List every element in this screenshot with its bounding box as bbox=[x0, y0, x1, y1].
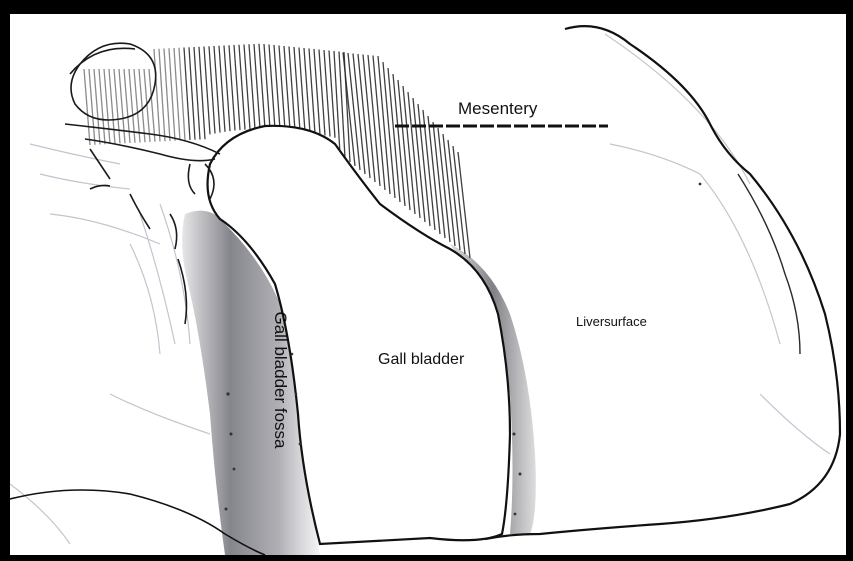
mesentery-hatch-stroke bbox=[204, 47, 210, 135]
mesentery-hatch-stroke bbox=[269, 45, 275, 130]
mesentery-hatch-stroke bbox=[259, 44, 265, 129]
liver-outline bbox=[485, 26, 840, 539]
mesentery-hatch-stroke bbox=[244, 45, 250, 130]
mesentery-hatch-stroke bbox=[184, 48, 190, 141]
mesentery-hatch-stroke bbox=[169, 48, 175, 141]
mesentery-hatch-stroke bbox=[139, 69, 145, 142]
mesentery-hatch-stroke bbox=[284, 46, 290, 130]
mesentery-hatch-stroke bbox=[279, 46, 285, 130]
mesentery-hatch-stroke bbox=[264, 44, 270, 129]
mesentery-hatch-stroke bbox=[94, 69, 100, 145]
mesentery-hatch-stroke bbox=[294, 47, 300, 131]
mesentery-hatch-stroke bbox=[289, 47, 295, 131]
gall-bladder-fossa-label: Gall bladder fossa bbox=[270, 265, 290, 495]
mesentery-hatch-stroke bbox=[104, 69, 110, 144]
mesentery-hatch-stroke bbox=[314, 49, 320, 134]
mesentery-hatch-stroke bbox=[109, 69, 115, 144]
mesentery-hatch-stroke bbox=[199, 47, 205, 140]
mesentery-hatch-stroke bbox=[189, 47, 195, 140]
mesentery-hatch-stroke bbox=[84, 69, 90, 145]
mesentery-hatch-stroke bbox=[154, 49, 160, 142]
mesentery-hatch-stroke bbox=[174, 48, 180, 141]
mesentery-hatch-stroke bbox=[89, 69, 95, 145]
mesentery-label: Mesentery bbox=[458, 99, 537, 119]
mesentery-hatch-stroke bbox=[324, 50, 330, 137]
mesentery-hatch-stroke bbox=[194, 47, 200, 140]
mesentery-hatch-stroke bbox=[119, 69, 125, 143]
mesentery-hatch-stroke bbox=[159, 49, 165, 142]
anatomy-sketch bbox=[10, 14, 846, 555]
mesentery-hatch-stroke bbox=[114, 69, 120, 144]
mesentery-hatch-stroke bbox=[219, 46, 225, 132]
mesentery-hatch-stroke bbox=[239, 45, 245, 130]
mesentery-hatch-stroke bbox=[229, 45, 235, 130]
liver-inner-line bbox=[738, 174, 800, 354]
mesentery-hatch-stroke bbox=[249, 44, 255, 129]
mesentery-hatch-stroke bbox=[214, 46, 220, 133]
mesentery-hatch-stroke bbox=[254, 44, 260, 129]
mesentery-hatch-stroke bbox=[274, 45, 280, 129]
mesentery-hatch-stroke bbox=[309, 49, 315, 134]
mesentery-hatch-stroke bbox=[319, 50, 325, 136]
mesentery-hatch-stroke bbox=[234, 45, 240, 130]
mesentery-hatch-stroke bbox=[299, 48, 305, 132]
mesentery-hatch-stroke bbox=[164, 49, 170, 142]
gall-bladder-label: Gall bladder bbox=[378, 351, 464, 369]
mesentery-hatch-stroke bbox=[224, 46, 230, 132]
drawing-canvas: Mesentery Gall bladder Liversurface Gall… bbox=[10, 14, 846, 555]
mesentery-hatch-stroke bbox=[209, 46, 215, 133]
mesentery-hatch-stroke bbox=[304, 48, 310, 133]
mesentery-hatch-stroke bbox=[149, 69, 155, 142]
mesentery-hatch-stroke bbox=[99, 69, 105, 144]
mesentery-hatch-stroke bbox=[179, 48, 185, 141]
mesentery-hatch-stroke bbox=[334, 51, 340, 154]
liver-surface-label: Liversurface bbox=[576, 314, 647, 329]
